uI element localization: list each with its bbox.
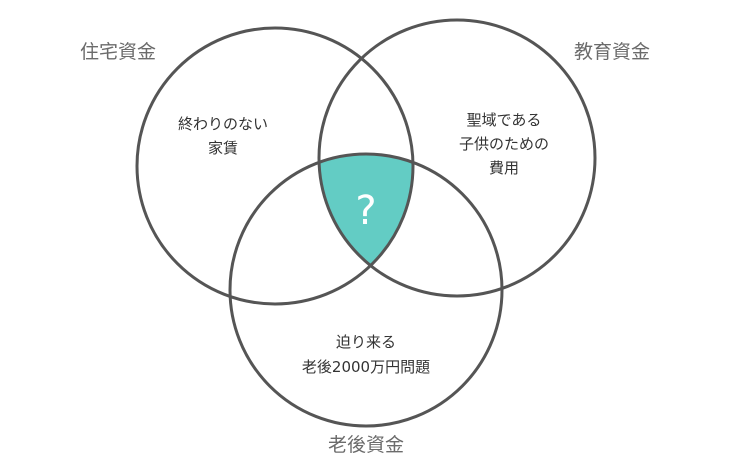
housing-fund-text-line-1: 終わりのない [178, 115, 268, 133]
question-mark: ? [355, 188, 376, 234]
retirement-fund-circle [228, 152, 504, 428]
housing-fund-label: 住宅資金 [80, 41, 156, 63]
retirement-fund-text-line-1: 迫り来る [336, 333, 396, 351]
retirement-fund-label: 老後資金 [328, 434, 404, 456]
education-fund-text-line-1: 聖域である [467, 111, 542, 129]
retirement-fund-text-line-2: 老後2000万円問題 [302, 358, 430, 376]
education-fund-circle [317, 18, 597, 298]
education-fund-label: 教育資金 [574, 41, 650, 63]
education-fund-text-line-3: 費用 [489, 159, 519, 177]
housing-fund-circle [135, 26, 415, 306]
housing-fund-text-line-2: 家賃 [208, 139, 238, 157]
education-fund-text-line-2: 子供のための [459, 135, 549, 153]
